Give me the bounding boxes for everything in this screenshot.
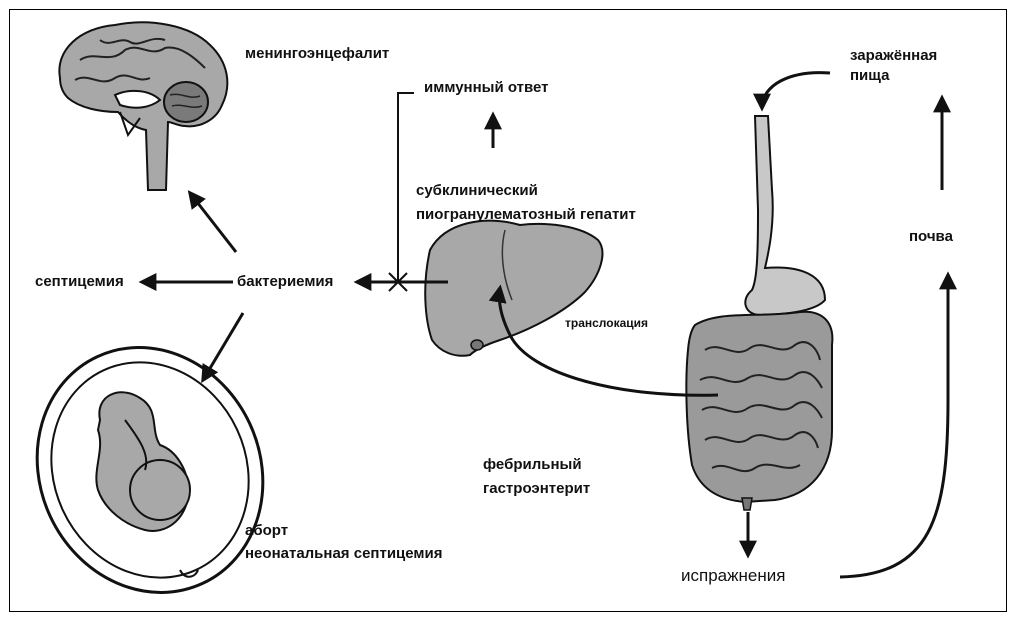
arrow-bacteremia-to-brain	[190, 193, 236, 252]
fetus-illustration	[0, 310, 303, 619]
label-feces: испражнения	[681, 566, 785, 585]
arrow-feces-to-soil	[840, 275, 948, 577]
label-immune-response: иммунный ответ	[424, 78, 549, 97]
label-translocation: транслокация	[565, 314, 648, 333]
label-hepatitis-2: пиогранулематозный гепатит	[416, 205, 636, 224]
immune-response-bracket	[398, 93, 414, 282]
arrow-bacteremia-to-fetus	[203, 313, 243, 380]
liver-illustration	[425, 221, 602, 356]
digestive-tract-illustration	[686, 116, 832, 510]
arrow-food-to-esophagus	[762, 73, 830, 108]
label-contaminated-food-2: пища	[850, 66, 889, 85]
label-abortion-2: неонатальная септицемия	[245, 544, 442, 563]
label-gastroenteritis-1: фебрильный	[483, 455, 582, 474]
label-bacteremia: бактериемия	[237, 272, 333, 291]
brain-illustration	[59, 22, 227, 190]
label-hepatitis-1: субклинический	[416, 181, 538, 200]
label-septicemia: септицемия	[35, 272, 124, 291]
label-meningoencephalitis: менингоэнцефалит	[245, 44, 389, 63]
label-abortion-1: аборт	[245, 521, 288, 540]
label-contaminated-food-1: заражённая	[850, 46, 937, 65]
label-gastroenteritis-2: гастроэнтерит	[483, 479, 590, 498]
label-soil: почва	[909, 227, 953, 246]
